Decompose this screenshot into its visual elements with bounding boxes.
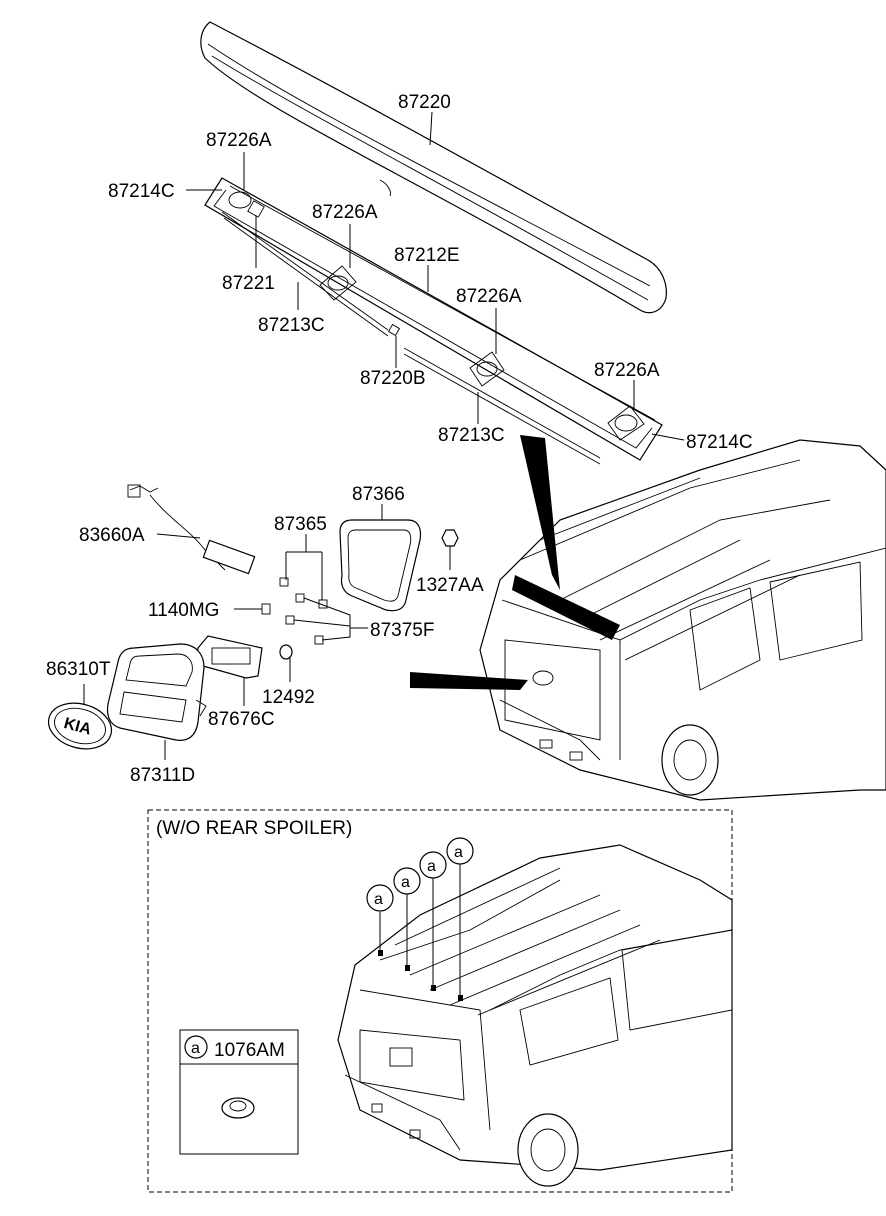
callout-87226a: 87226A — [206, 130, 272, 151]
emblem-text: KIA — [62, 715, 93, 739]
callout-87221: 87221 — [222, 273, 275, 294]
nut-1327aa — [441, 529, 459, 570]
callout-86310t: 86310T — [46, 659, 111, 680]
callout-87214c: 87214C — [686, 432, 753, 453]
clips-87365 — [279, 534, 328, 609]
callout-87213c: 87213C — [258, 315, 325, 336]
harness-83660a — [127, 484, 256, 575]
inset-vehicle — [337, 844, 733, 1187]
callout-1327aa: 1327AA — [416, 575, 484, 596]
callout-83660a: 83660A — [79, 525, 145, 546]
leader-lines-top — [186, 111, 685, 441]
callout-87676c: 87676C — [208, 709, 275, 730]
callout-1140mg: 1140MG — [148, 600, 219, 621]
legend-part-number: 1076AM — [214, 1040, 285, 1061]
callout-12492: 12492 — [262, 687, 315, 708]
garnish-panel-87212e — [204, 177, 663, 465]
emblem-86310t: KIA — [47, 684, 113, 750]
screw-1140mg — [234, 603, 271, 615]
marker-a: a — [366, 884, 394, 912]
vehicle-rear-view — [410, 435, 886, 801]
callout-87226a: 87226A — [456, 286, 522, 307]
callout-87212e: 87212E — [394, 245, 460, 266]
clips-87375f — [285, 593, 368, 645]
license-lamp-87676c — [195, 635, 263, 706]
seal-87366 — [339, 504, 422, 612]
marker-a: a — [393, 867, 421, 895]
svg-text:a: a — [427, 858, 436, 875]
marker-a: a — [419, 851, 447, 879]
garnish-87311d — [106, 643, 207, 760]
callout-87366: 87366 — [352, 484, 405, 505]
svg-text:a: a — [401, 874, 410, 891]
svg-text:a: a — [454, 844, 463, 861]
inset-title: (W/O REAR SPOILER) — [156, 818, 352, 839]
bulb-12492 — [279, 644, 293, 682]
callout-87220b: 87220B — [360, 368, 426, 389]
callout-87214c: 87214C — [108, 181, 175, 202]
callout-87375f: 87375F — [370, 620, 434, 641]
callout-87220: 87220 — [398, 92, 451, 113]
legend-marker: a — [191, 1040, 200, 1057]
callout-87365: 87365 — [274, 514, 327, 535]
callout-87226a: 87226A — [594, 360, 660, 381]
spoiler-87220 — [200, 21, 667, 314]
inset-without-spoiler — [147, 809, 733, 1193]
marker-a: a — [446, 837, 474, 865]
svg-text:a: a — [374, 891, 383, 908]
callout-87226a: 87226A — [312, 202, 378, 223]
callout-87311d: 87311D — [130, 765, 195, 786]
legend-box — [179, 1029, 299, 1155]
callout-87213c: 87213C — [438, 425, 505, 446]
